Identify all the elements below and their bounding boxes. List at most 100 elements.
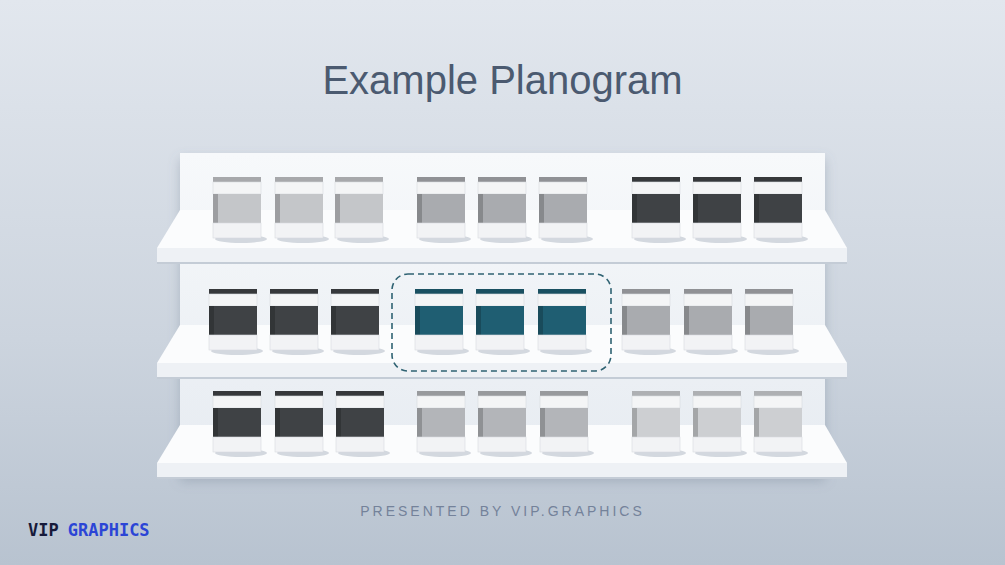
- box-body-side: [335, 194, 340, 223]
- box-base: [415, 335, 463, 350]
- logo-word: VIP: [28, 520, 59, 540]
- box-body: [693, 194, 741, 223]
- box-base: [478, 223, 526, 238]
- box-base: [478, 437, 526, 452]
- box-body: [632, 408, 680, 437]
- box-body-side: [270, 306, 275, 335]
- box-body-side: [754, 408, 759, 437]
- box-band: [275, 182, 323, 194]
- box-lid: [209, 289, 257, 294]
- caption: PRESENTED BY VIP.GRAPHICS: [0, 503, 1005, 519]
- box-base: [622, 335, 670, 350]
- shelf-edge: [157, 477, 847, 479]
- box-lid: [693, 391, 741, 396]
- box-body: [476, 306, 524, 335]
- box-body: [417, 194, 465, 223]
- box-body: [275, 408, 323, 437]
- box-body-side: [693, 408, 698, 437]
- box-band: [270, 294, 318, 306]
- box-body: [213, 194, 261, 223]
- box-lid: [415, 289, 463, 294]
- box-base: [745, 335, 793, 350]
- box-base: [632, 437, 680, 452]
- box-lid: [754, 391, 802, 396]
- box-body-side: [336, 408, 341, 437]
- box-lid: [275, 391, 323, 396]
- box-body-side: [478, 194, 483, 223]
- box-lid: [417, 391, 465, 396]
- box-band: [213, 396, 261, 408]
- box-body-side: [622, 306, 627, 335]
- box-lid: [754, 177, 802, 182]
- box-body-side: [693, 194, 698, 223]
- box-lid: [622, 289, 670, 294]
- box-body-side: [632, 408, 637, 437]
- box-body: [209, 306, 257, 335]
- box-band: [539, 182, 587, 194]
- box-body: [335, 194, 383, 223]
- shelf-edge: [157, 262, 847, 264]
- box-lid: [275, 177, 323, 182]
- box-band: [622, 294, 670, 306]
- box-lid: [478, 177, 526, 182]
- box-body-side: [415, 306, 420, 335]
- box-base: [540, 437, 588, 452]
- box-body-side: [331, 306, 336, 335]
- shelf-edge: [157, 377, 847, 379]
- box-body-side: [213, 408, 218, 437]
- box-band: [478, 182, 526, 194]
- box-lid: [478, 391, 526, 396]
- box-body-side: [632, 194, 637, 223]
- box-base: [693, 437, 741, 452]
- box-lid: [213, 391, 261, 396]
- box-body: [538, 306, 586, 335]
- box-band: [331, 294, 379, 306]
- box-band: [632, 182, 680, 194]
- box-band: [745, 294, 793, 306]
- box-band: [693, 182, 741, 194]
- shelves: [157, 210, 847, 479]
- box-base: [754, 223, 802, 238]
- box-body-side: [478, 408, 483, 437]
- box-body-side: [476, 306, 481, 335]
- box-lid: [336, 391, 384, 396]
- box-body: [478, 194, 526, 223]
- box-base: [754, 437, 802, 452]
- box-band: [632, 396, 680, 408]
- box-band: [335, 182, 383, 194]
- box-body: [632, 194, 680, 223]
- box-body-side: [538, 306, 543, 335]
- box-lid: [476, 289, 524, 294]
- box-body: [331, 306, 379, 335]
- box-band: [415, 294, 463, 306]
- box-band: [538, 294, 586, 306]
- box-body: [754, 408, 802, 437]
- highlight-outline: [392, 274, 611, 371]
- box-body-side: [213, 194, 218, 223]
- box-base: [476, 335, 524, 350]
- box-lid: [270, 289, 318, 294]
- box-body: [336, 408, 384, 437]
- shelf-front: [157, 248, 847, 262]
- box-base: [209, 335, 257, 350]
- box-base: [417, 223, 465, 238]
- shelf-front: [157, 463, 847, 477]
- box-lid: [693, 177, 741, 182]
- box-body-side: [745, 306, 750, 335]
- box-body-side: [540, 408, 545, 437]
- box-body-side: [417, 194, 422, 223]
- box-band: [684, 294, 732, 306]
- box-body-side: [275, 408, 280, 437]
- box-lid: [684, 289, 732, 294]
- box-body-side: [275, 194, 280, 223]
- box-body: [540, 408, 588, 437]
- box-base: [275, 437, 323, 452]
- title: Example Planogram: [0, 58, 1005, 103]
- box-base: [331, 335, 379, 350]
- box-body: [754, 194, 802, 223]
- box-base: [538, 335, 586, 350]
- box-body: [275, 194, 323, 223]
- box-base: [270, 335, 318, 350]
- box-body: [693, 408, 741, 437]
- box-body-side: [209, 306, 214, 335]
